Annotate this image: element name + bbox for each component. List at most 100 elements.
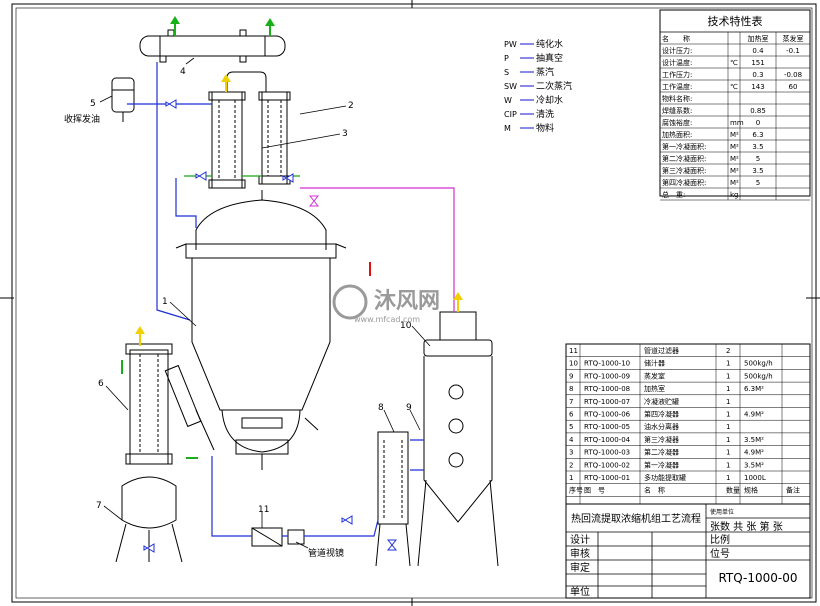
label-3: 3 bbox=[342, 129, 348, 139]
parts-cell: 2 bbox=[726, 347, 730, 355]
pipe-evap-return bbox=[410, 439, 424, 471]
parts-cell: 1 bbox=[726, 385, 730, 393]
label-9: 9 bbox=[406, 403, 412, 413]
equipment-numbers: 2 3 4 5 1 6 7 8 9 10 11 收挥发油 管道视镜 bbox=[64, 67, 412, 559]
legend-code: S bbox=[504, 68, 509, 77]
title-block bbox=[565, 503, 811, 599]
tech-cell: mm bbox=[730, 119, 744, 127]
label-7: 7 bbox=[96, 501, 102, 511]
legend-label: 蒸汽 bbox=[536, 66, 554, 78]
tech-cell: 0.4 bbox=[752, 47, 764, 55]
tech-cell: 加热室 bbox=[748, 34, 769, 43]
label-8: 8 bbox=[378, 403, 384, 413]
parts-header-cell: 备注 bbox=[786, 486, 800, 495]
tech-cell: 加热面积: bbox=[662, 130, 692, 139]
parts-cell: 1 bbox=[726, 461, 730, 469]
parts-header-cell: 名 称 bbox=[644, 486, 665, 495]
parts-cell: 10 bbox=[569, 360, 578, 368]
parts-cell: RTQ-1000-08 bbox=[584, 385, 630, 393]
label-10: 10 bbox=[400, 321, 412, 331]
parts-cell: 1 bbox=[726, 398, 730, 406]
pipe-outlet-blue bbox=[211, 456, 379, 537]
legend-code: M bbox=[504, 124, 511, 133]
legend-label: 清洗 bbox=[536, 108, 554, 120]
tech-cell: 腐蚀裕度: bbox=[662, 118, 692, 127]
tech-cell: 名 称 bbox=[662, 34, 690, 43]
parts-cell: 1 bbox=[569, 474, 573, 482]
tech-cell: 总 重: bbox=[662, 190, 685, 199]
tech-cell: 焊缝系数: bbox=[662, 106, 692, 115]
parts-cell: 2 bbox=[569, 461, 573, 469]
legend-label: 冷却水 bbox=[536, 94, 563, 106]
tech-cell: 3.5 bbox=[752, 143, 763, 151]
tech-cell: 设计压力: bbox=[662, 46, 692, 55]
tech-cell: 3.5 bbox=[752, 167, 763, 175]
tech-cell: ℃ bbox=[730, 83, 738, 91]
tech-cell: M² bbox=[730, 155, 739, 163]
pipe-coolant-blue-3 bbox=[175, 178, 197, 228]
equipment bbox=[111, 29, 499, 567]
drawing-title: 热回流提取浓缩机组工艺流程 bbox=[571, 512, 701, 525]
legend-label: 物料 bbox=[536, 122, 554, 134]
legend-label: 纯化水 bbox=[536, 38, 563, 50]
parts-cell: RTQ-1000-05 bbox=[584, 423, 630, 431]
parts-cell: 3.5M² bbox=[744, 436, 764, 444]
tech-cell: 151 bbox=[751, 59, 764, 67]
parts-cell: 1 bbox=[726, 449, 730, 457]
watermark: 沐风网 www.mfcad.com bbox=[332, 284, 440, 324]
condenser-3 bbox=[208, 71, 267, 189]
label-2: 2 bbox=[348, 101, 354, 111]
tech-cell: 0.3 bbox=[752, 71, 763, 79]
heating-chamber-8 bbox=[375, 431, 411, 567]
tech-cell: 工作温度: bbox=[662, 82, 692, 91]
flow-arrows bbox=[121, 16, 463, 459]
role-review: 审核 bbox=[570, 547, 590, 560]
pipe-filter-11 bbox=[251, 527, 305, 547]
valves bbox=[143, 99, 398, 553]
parts-cell: 1 bbox=[726, 372, 730, 380]
extraction-tank-1 bbox=[164, 190, 347, 470]
tech-cell: ℃ bbox=[730, 59, 738, 67]
title-block-text: 热回流提取浓缩机组工艺流程 使用单位 张数 共 张 第 张 比例 位号 设计 审… bbox=[570, 508, 798, 598]
legend-code: PW bbox=[504, 40, 517, 49]
oil-collect-note: 收挥发油 bbox=[64, 113, 100, 125]
parts-cell: 4 bbox=[569, 436, 574, 444]
tech-cell: -0.08 bbox=[784, 71, 802, 79]
tech-cell: 第一冷凝面积: bbox=[662, 142, 706, 151]
condenser-6 bbox=[125, 343, 173, 465]
tech-cell: 第二冷凝面积: bbox=[662, 154, 706, 163]
label-11: 11 bbox=[258, 505, 269, 515]
parts-header-cell: 序号 bbox=[569, 486, 583, 495]
ratio-label: 比例 bbox=[710, 533, 730, 546]
parts-cell: RTQ-1000-02 bbox=[584, 461, 630, 469]
parts-cell: 油水分离器 bbox=[644, 422, 679, 431]
parts-cell: 6 bbox=[569, 411, 574, 419]
parts-cell: 1 bbox=[726, 474, 730, 482]
parts-header-cell: 图 号 bbox=[584, 487, 605, 495]
tech-cell: -0.1 bbox=[786, 47, 800, 55]
tech-cell: 物料名称: bbox=[662, 94, 692, 103]
condensate-tank-7 bbox=[115, 476, 183, 563]
watermark-url: www.mfcad.com bbox=[354, 315, 420, 324]
legend-label: 抽真空 bbox=[536, 52, 563, 64]
parts-cell: 9 bbox=[569, 372, 573, 380]
legend-code: CIP bbox=[504, 110, 517, 119]
parts-header-cell: 规格 bbox=[744, 486, 758, 495]
parts-cell: RTQ-1000-06 bbox=[584, 411, 631, 419]
parts-cell: 500kg/h bbox=[744, 372, 773, 380]
legend-code: W bbox=[504, 96, 512, 105]
tech-cell: 0.85 bbox=[750, 107, 766, 115]
parts-cell: 第四冷凝器 bbox=[644, 410, 679, 419]
role-approve: 审定 bbox=[570, 561, 590, 574]
tech-cell: 5 bbox=[756, 155, 760, 163]
parts-cell: 蒸发室 bbox=[644, 371, 665, 380]
parts-cell: 5 bbox=[569, 423, 573, 431]
tech-cell: kg bbox=[730, 191, 739, 199]
parts-cell: 第一冷凝器 bbox=[644, 460, 679, 469]
leader-lines bbox=[99, 57, 431, 549]
pipes bbox=[127, 62, 455, 537]
parts-cell: 1 bbox=[726, 423, 730, 431]
parts-cell: 多功能提取罐 bbox=[644, 473, 686, 482]
parts-cell: 储汁器 bbox=[644, 359, 665, 368]
